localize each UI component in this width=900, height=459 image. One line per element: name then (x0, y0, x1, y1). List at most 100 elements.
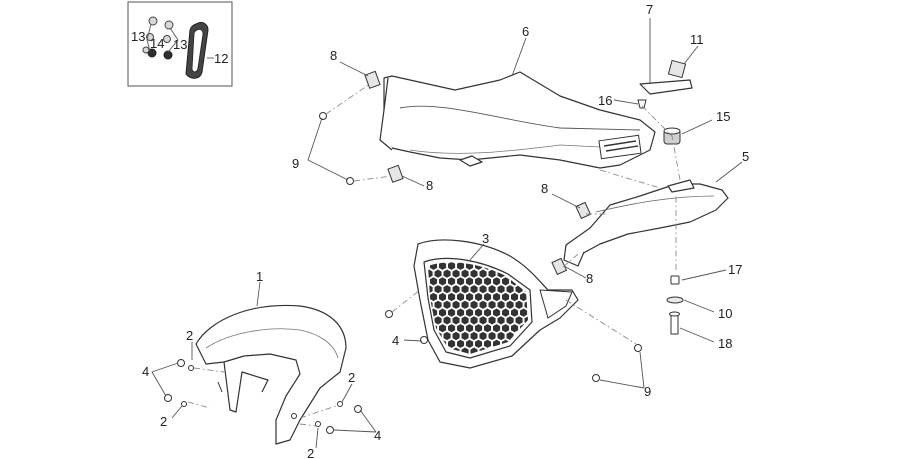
honeycomb-cell (475, 371, 482, 379)
honeycomb-cell (498, 410, 505, 418)
honeycomb-cell (475, 308, 483, 317)
honeycomb-cell (534, 254, 541, 262)
honeycomb-cell (439, 371, 446, 379)
callout-13-left: 13 (131, 29, 145, 44)
honeycomb-cell (416, 410, 423, 418)
honeycomb-cell (426, 410, 433, 418)
honeycomb-cell (462, 379, 469, 387)
gasket-icon (185, 21, 209, 79)
honeycomb-cell (466, 324, 474, 333)
honeycomb-cell (457, 339, 465, 348)
honeycomb-cell (475, 292, 483, 302)
callout-14: 14 (150, 36, 164, 51)
honeycomb-cell (457, 402, 464, 410)
honeycomb-cell (484, 324, 492, 333)
honeycomb-cell (416, 363, 423, 371)
honeycomb-cell (507, 394, 514, 402)
honeycomb-cell (534, 410, 541, 418)
honeycomb-cell (493, 402, 500, 410)
hardware-detail-inset: 13 14 13 12 (127, 1, 233, 87)
honeycomb-cell (502, 308, 510, 317)
honeycomb-cell (452, 300, 460, 309)
honeycomb-cell (534, 348, 541, 356)
honeycomb-cell (435, 363, 442, 371)
honeycomb-cell (443, 269, 451, 278)
honeycomb-cell (538, 262, 545, 270)
honeycomb-cell (502, 324, 510, 333)
callout-13-right: 13 (173, 37, 187, 52)
honeycomb-cell (529, 418, 536, 426)
honeycomb-cell (493, 371, 500, 379)
honeycomb-cell (443, 285, 451, 294)
honeycomb-cell (493, 277, 501, 286)
honeycomb-cell (484, 418, 491, 426)
honeycomb-cell (506, 316, 514, 325)
honeycomb-cell (511, 418, 518, 426)
callout-7: 7 (646, 2, 653, 17)
honeycomb-cell (439, 262, 447, 270)
honeycomb-cell (457, 308, 465, 317)
honeycomb-grille-part (413, 239, 579, 426)
honeycomb-cell (529, 402, 536, 410)
honeycomb-cell (435, 394, 442, 402)
honeycomb-cell (520, 308, 528, 317)
honeycomb-cell (506, 300, 514, 309)
honeycomb-cell (515, 300, 523, 309)
honeycomb-cell (471, 394, 478, 402)
callout-8-lower: 8 (586, 271, 593, 286)
honeycomb-cell (488, 269, 496, 278)
honeycomb-cell (493, 308, 501, 317)
honeycomb-cell (507, 410, 514, 418)
honeycomb-cell (489, 379, 496, 387)
honeycomb-cell (489, 410, 496, 418)
honeycomb-cell (484, 402, 491, 410)
honeycomb-cell (457, 262, 465, 270)
honeycomb-cell (488, 331, 496, 341)
honeycomb-cell (461, 285, 469, 294)
honeycomb-cell (488, 300, 496, 309)
honeycomb-cell (511, 387, 518, 395)
honeycomb-cell (461, 331, 469, 341)
honeycomb-cell (520, 402, 527, 410)
honeycomb-cell (497, 331, 505, 341)
honeycomb-cell (502, 402, 509, 410)
honeycomb-cell (457, 277, 465, 286)
honeycomb-cell (452, 269, 460, 278)
honeycomb-cell (466, 371, 473, 379)
honeycomb-cell (448, 292, 456, 302)
honeycomb-cell (457, 387, 464, 395)
honeycomb-cell (471, 379, 478, 387)
callout-10: 10 (718, 306, 732, 321)
honeycomb-cell (452, 316, 460, 325)
honeycomb-cell (430, 418, 437, 426)
callout-5: 5 (742, 149, 749, 164)
callout-15: 15 (716, 109, 730, 124)
honeycomb-cell (502, 292, 510, 302)
honeycomb-cell (493, 292, 501, 302)
honeycomb-cell (426, 379, 433, 387)
honeycomb-cell (434, 269, 442, 278)
honeycomb-cell (416, 348, 423, 356)
honeycomb-cell (470, 331, 478, 341)
honeycomb-cell (466, 292, 474, 302)
honeycomb-cell (529, 340, 536, 348)
honeycomb-cell (434, 300, 442, 309)
screw-icon (319, 112, 642, 382)
callout-16: 16 (598, 93, 612, 108)
honeycomb-cell (470, 269, 478, 278)
honeycomb-cell (435, 410, 442, 418)
honeycomb-cell (538, 418, 545, 426)
honeycomb-cell (421, 355, 428, 363)
honeycomb-cell (488, 316, 496, 325)
honeycomb-cell (428, 347, 433, 354)
honeycomb-cell (507, 363, 514, 371)
honeycomb-cell (443, 300, 451, 309)
honeycomb-cell (502, 418, 509, 426)
honeycomb-cell (453, 394, 460, 402)
honeycomb-cell (439, 277, 447, 286)
callout-numbers: 1 2 4 2 2 4 2 3 4 6 8 9 8 7 11 16 15 5 8… (142, 2, 749, 459)
honeycomb-cell (470, 300, 478, 309)
honeycomb-cell (525, 410, 532, 418)
honeycomb-cell (448, 324, 456, 333)
